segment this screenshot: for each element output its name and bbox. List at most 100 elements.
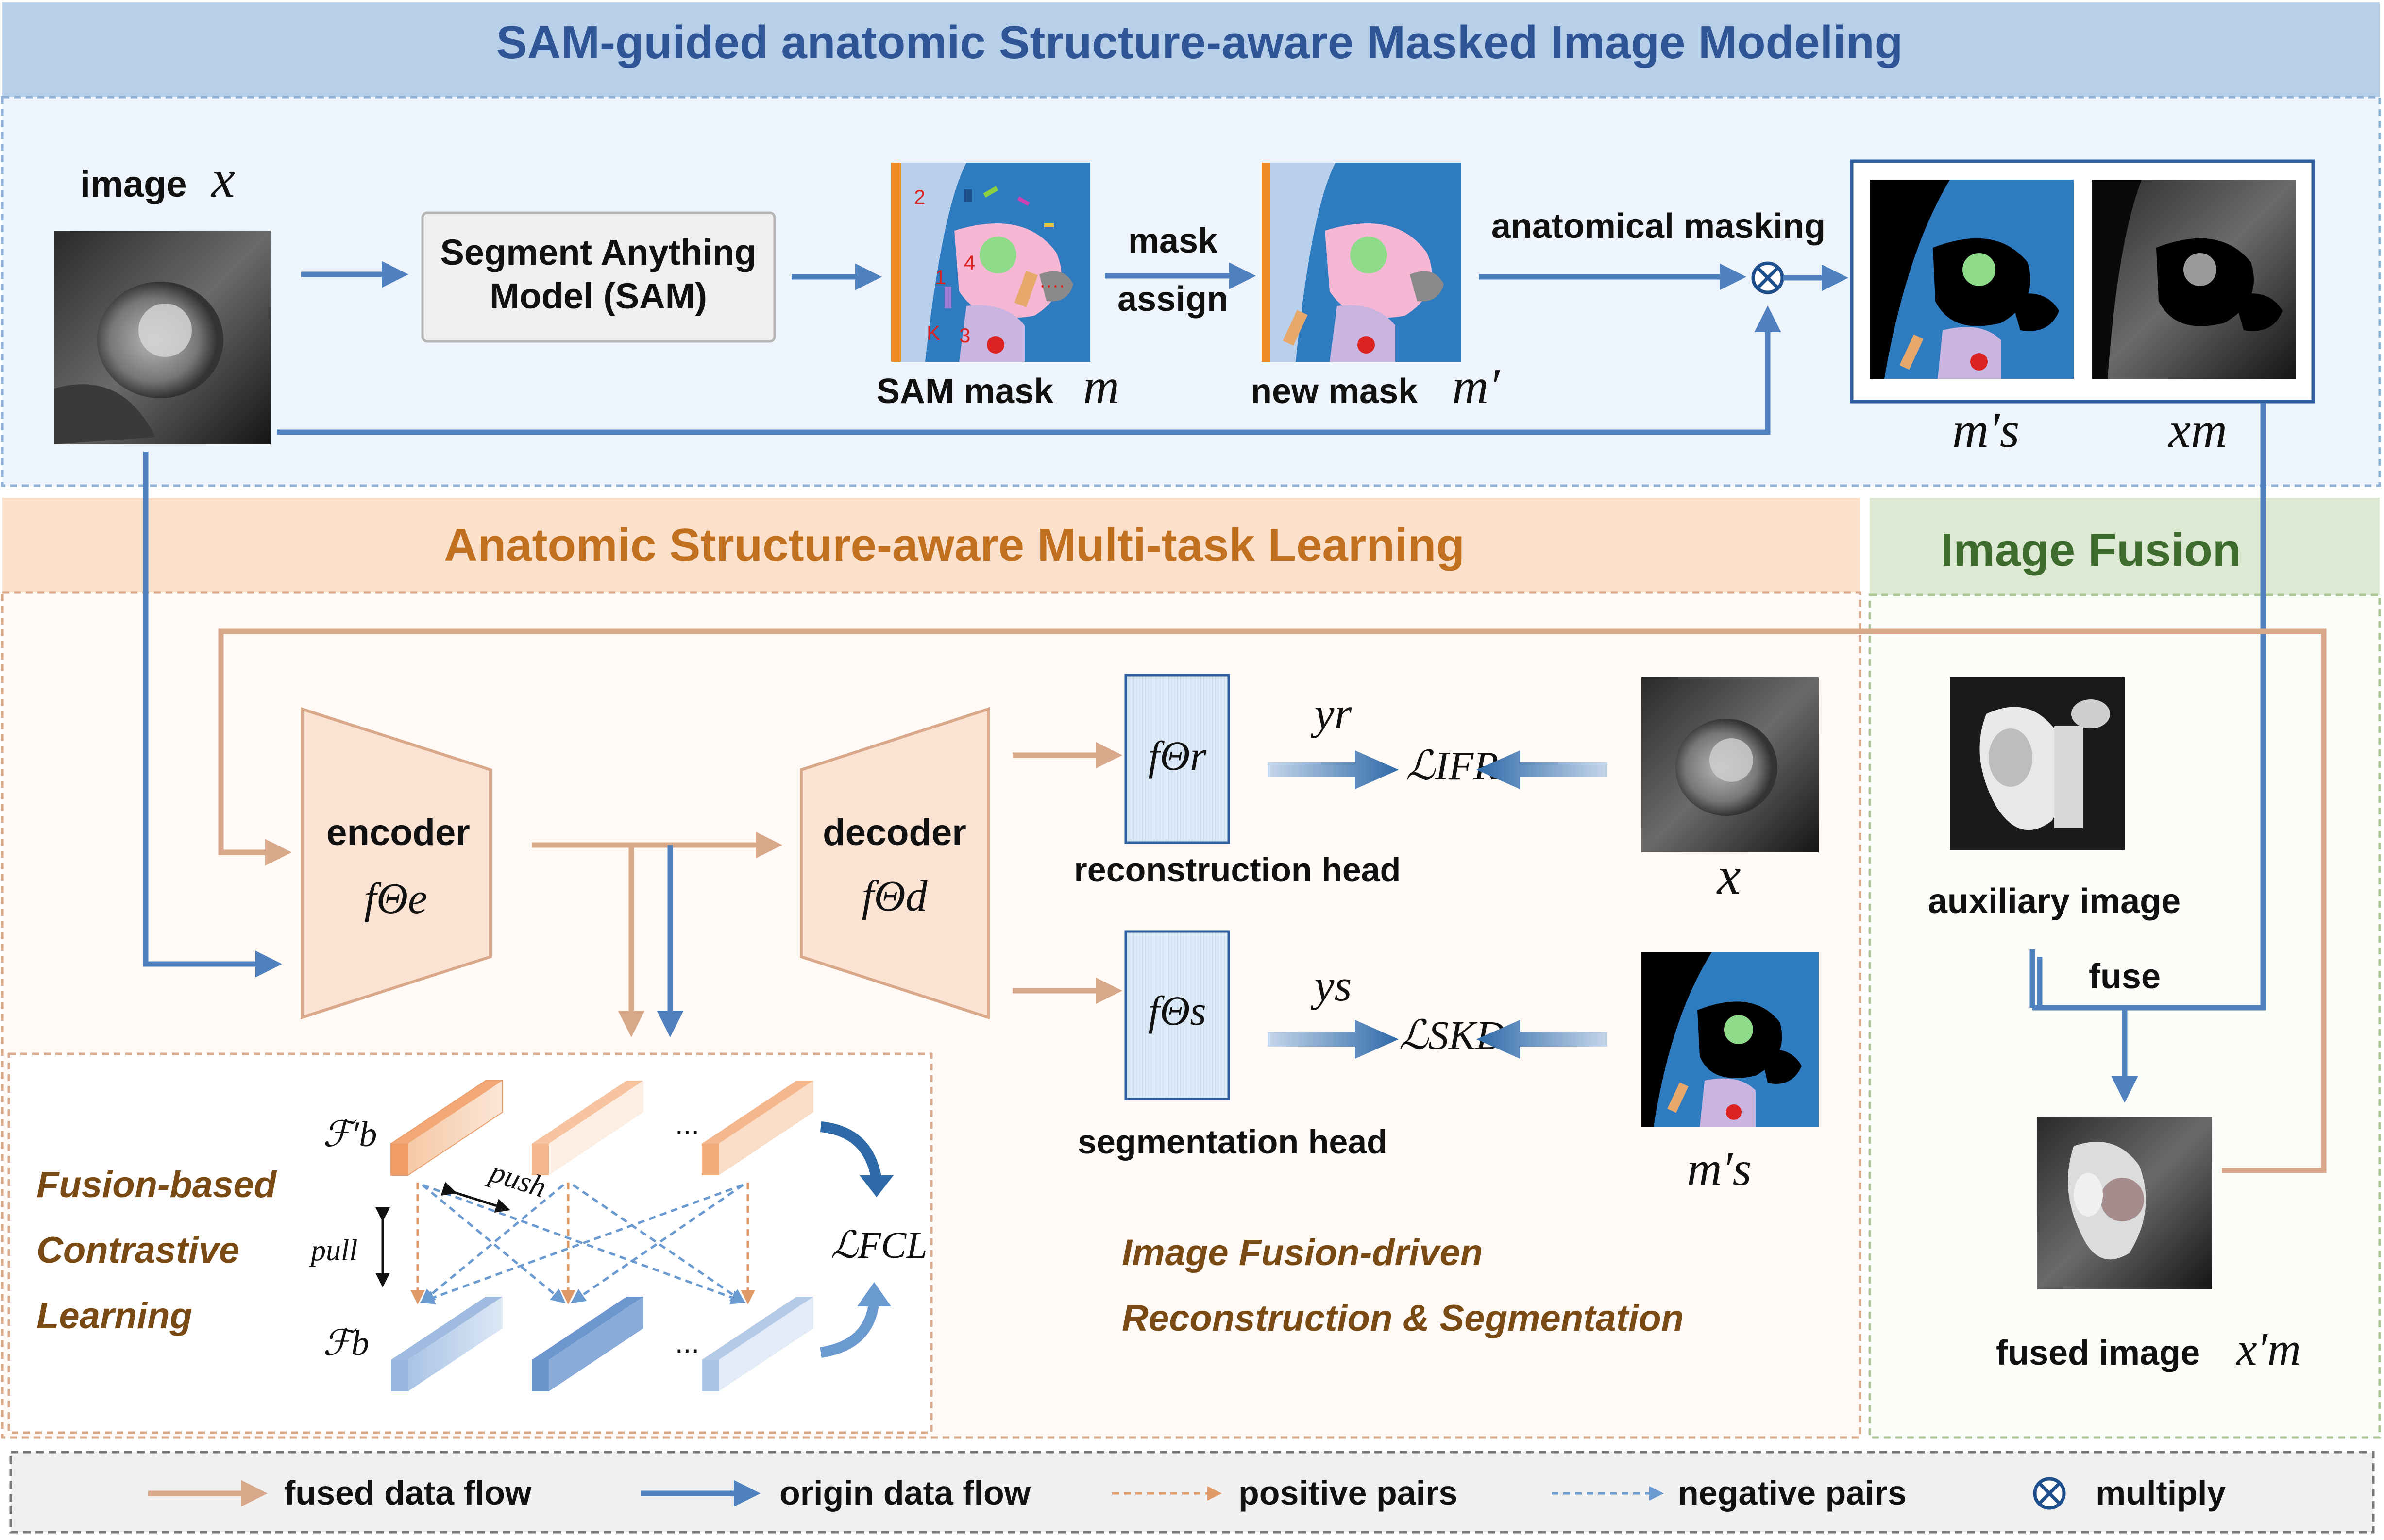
arrow-origin-to-fcl-head xyxy=(857,1282,891,1306)
decoder-block xyxy=(800,707,990,1020)
recon-head-symbol: fΘr xyxy=(1148,732,1206,779)
contrastive-line1: Fusion-based xyxy=(36,1164,277,1205)
sam-num-1: 1 xyxy=(935,266,946,288)
origin-feature-block-2 xyxy=(532,1297,643,1391)
ifd-line2: Reconstruction & Segmentation xyxy=(1122,1298,1684,1339)
arrow-fuse-to-fused-image xyxy=(2029,949,2125,1098)
sam-box-line1: Segment Anything xyxy=(440,232,757,272)
sam-num-4: 4 xyxy=(964,251,975,274)
sam-num-2: 2 xyxy=(914,186,925,208)
arrow-ys-to-loss xyxy=(1268,1020,1399,1059)
arrow-ms-to-loss-skd xyxy=(1476,1020,1607,1059)
sam-mask-symbol: m xyxy=(1083,358,1119,414)
fused-feature-block-3 xyxy=(702,1081,813,1175)
middle-title-band xyxy=(2,498,1860,592)
seg-head-label: segmentation head xyxy=(1078,1123,1387,1161)
fuse-label: fuse xyxy=(2089,957,2161,996)
middle-title: Anatomic Structure-aware Multi-task Lear… xyxy=(444,519,1465,571)
fused-image-label: fused image xyxy=(1996,1334,2200,1372)
legend-multiply-icon xyxy=(2033,1477,2066,1510)
sam-mask-label: SAM mask xyxy=(877,372,1054,411)
legend-negative-label: negative pairs xyxy=(1678,1474,1907,1512)
fusion-title-band xyxy=(1870,498,2380,595)
encoder-symbol: fΘe xyxy=(364,875,427,923)
encoder-label: encoder xyxy=(326,812,470,853)
target-x-label: x xyxy=(1716,846,1741,905)
loss-ifr-label: ℒIFR xyxy=(1405,744,1498,789)
anatomical-masking-label: anatomical masking xyxy=(1491,207,1826,246)
encoder-block xyxy=(301,707,492,1020)
target-x-image xyxy=(1641,677,1819,852)
decoder-symbol: fΘd xyxy=(862,872,928,920)
legend-box xyxy=(9,1451,2375,1534)
legend-origin-flow-label: origin data flow xyxy=(779,1474,1031,1512)
new-mask-symbol: m′ xyxy=(1452,358,1501,414)
negative-pair-1 xyxy=(422,1184,566,1303)
decoder-label: decoder xyxy=(823,812,966,853)
contrastive-line2: Contrastive xyxy=(36,1230,239,1271)
negative-pair-2 xyxy=(422,1184,746,1304)
input-mri-image xyxy=(54,231,271,444)
recon-head-block xyxy=(1124,674,1230,844)
fused-feature-block-2 xyxy=(532,1081,643,1175)
arrow-fused-to-fcl xyxy=(820,1121,882,1181)
ms-mask-image xyxy=(1870,180,2074,379)
origin-feature-block-1 xyxy=(391,1297,503,1391)
negative-pair-3 xyxy=(420,1184,564,1303)
pull-label: pull xyxy=(309,1234,357,1267)
arrow-masked-to-fuse xyxy=(2037,403,2266,1011)
legend-multiply-label: multiply xyxy=(2096,1474,2226,1512)
target-ms-image xyxy=(1641,952,1819,1127)
arrow-yr-to-loss xyxy=(1268,750,1399,789)
sam-num-dots: ···· xyxy=(1039,274,1065,296)
target-ms-label: m′s xyxy=(1687,1142,1751,1196)
sam-num-k: K xyxy=(927,322,940,344)
legend-fused-flow-label: fused data flow xyxy=(284,1474,532,1512)
seg-head-block xyxy=(1124,930,1230,1100)
fusion-title: Image Fusion xyxy=(1941,524,2241,576)
new-mask-image xyxy=(1262,163,1461,362)
recon-head-label: reconstruction head xyxy=(1074,851,1401,889)
top-title-band xyxy=(2,2,2380,97)
origin-feature-block-3 xyxy=(702,1297,813,1391)
new-mask-label: new mask xyxy=(1251,372,1418,411)
legend-positive-label: positive pairs xyxy=(1238,1474,1457,1512)
sam-model-box xyxy=(421,211,776,343)
contrastive-line3: Learning xyxy=(36,1295,192,1337)
xm-label-top: xm xyxy=(2167,402,2227,458)
arrow-origin-to-fcl xyxy=(820,1301,879,1358)
ifd-line1: Image Fusion-driven xyxy=(1122,1232,1483,1273)
arrow-image-to-multiply xyxy=(277,305,1781,435)
multiply-icon xyxy=(1751,261,1784,294)
arrow-x-to-loss-ifr xyxy=(1476,750,1607,789)
fused-image-symbol: x′m xyxy=(2235,1323,2301,1375)
push-arrow xyxy=(440,1182,510,1213)
loss-fcl-label: ℒFCL xyxy=(830,1224,927,1266)
auxiliary-image-label: auxiliary image xyxy=(1928,882,2181,921)
top-title: SAM-guided anatomic Structure-aware Mask… xyxy=(496,17,1903,68)
arrow-fused-to-fcl-head xyxy=(860,1175,894,1197)
arrow-fused-to-encoder xyxy=(218,628,2327,1173)
seg-head-symbol: fΘs xyxy=(1148,987,1206,1034)
fb-label: ℱb xyxy=(323,1323,369,1363)
fb-prime-label: ℱ′b xyxy=(323,1115,377,1154)
fused-image xyxy=(2037,1117,2212,1289)
fused-feature-block-1 xyxy=(390,1080,503,1176)
arrow-image-to-encoder xyxy=(143,452,282,978)
xm-masked-image xyxy=(2092,180,2296,379)
ms-label-top: m′s xyxy=(1952,402,2019,458)
auxiliary-image xyxy=(1950,677,2125,850)
negative-pair-5 xyxy=(420,1184,744,1304)
sam-num-3: 3 xyxy=(959,324,970,347)
mask-assign-line1: mask xyxy=(1128,221,1218,260)
sam-mask-image: 2 4 1 K 3 ···· xyxy=(891,163,1090,362)
mask-assign-line2: assign xyxy=(1117,280,1228,319)
image-x-symbol: x xyxy=(210,149,235,208)
sam-box-line2: Model (SAM) xyxy=(490,276,707,316)
fused-dots: ... xyxy=(675,1108,699,1140)
yr-label: yr xyxy=(1311,689,1353,738)
origin-dots: ... xyxy=(675,1326,699,1359)
image-label: image xyxy=(80,164,187,205)
ys-label: ys xyxy=(1311,961,1352,1010)
